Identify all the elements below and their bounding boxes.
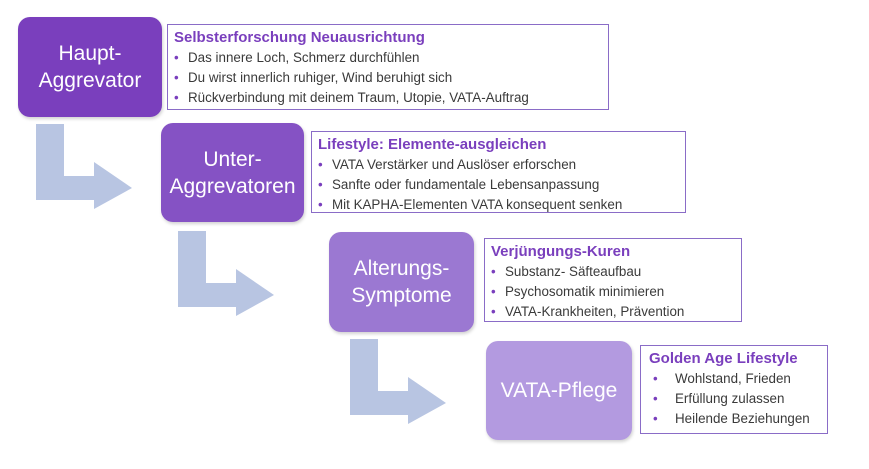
list-item: •Heilende Beziehungen <box>653 409 819 429</box>
info-box-golden-age: Golden Age Lifestyle •Wohlstand, Frieden… <box>640 345 828 434</box>
bullet-icon: • <box>653 391 658 406</box>
step-box-unter-aggrevatoren: Unter- Aggrevatoren <box>161 123 304 222</box>
info-list: •VATA Verstärker und Auslöser erforschen… <box>318 155 677 215</box>
info-box-selbsterforschung: Selbsterforschung Neuausrichtung •Das in… <box>167 24 609 110</box>
step-label: Haupt- Aggrevator <box>38 42 142 92</box>
arrow-shape <box>36 124 132 209</box>
info-title: Golden Age Lifestyle <box>649 350 798 367</box>
bullet-icon: • <box>491 264 496 279</box>
list-item: •Mit KAPHA-Elementen VATA konsequent sen… <box>318 195 677 215</box>
info-box-lifestyle: Lifestyle: Elemente-ausgleichen •VATA Ve… <box>311 131 686 213</box>
list-item: •Wohlstand, Frieden <box>653 369 819 389</box>
step-label: Unter- Aggrevatoren <box>169 147 296 198</box>
arrow-shape <box>178 231 274 316</box>
bullet-icon: • <box>491 304 496 319</box>
info-title: Verjüngungs-Kuren <box>491 243 631 260</box>
bullet-icon: • <box>491 284 496 299</box>
list-item: •VATA Verstärker und Auslöser erforschen <box>318 155 677 175</box>
list-item: •VATA-Krankheiten, Prävention <box>491 302 733 322</box>
list-item: •Rückverbindung mit deinem Traum, Utopie… <box>174 88 600 108</box>
bullet-icon: • <box>318 177 323 192</box>
list-item: •Sanfte oder fundamentale Lebensanpassun… <box>318 175 677 195</box>
list-item: •Substanz- Säfteaufbau <box>491 262 733 282</box>
bullet-icon: • <box>174 50 179 65</box>
step-label: Alterungs- Symptome <box>351 257 452 307</box>
list-item: •Du wirst innerlich ruhiger, Wind beruhi… <box>174 68 600 88</box>
info-list: •Substanz- Säfteaufbau •Psychosomatik mi… <box>491 262 733 322</box>
connector-arrow-3 <box>350 339 446 424</box>
info-box-verjuengungs-kuren: Verjüngungs-Kuren •Substanz- Säfteaufbau… <box>484 238 742 322</box>
list-item: •Erfüllung zulassen <box>653 389 819 409</box>
list-item: •Das innere Loch, Schmerz durchfühlen <box>174 48 600 68</box>
info-list: •Das innere Loch, Schmerz durchfühlen •D… <box>174 48 600 108</box>
connector-arrow-1 <box>36 124 132 209</box>
bullet-icon: • <box>653 371 658 386</box>
bullet-icon: • <box>174 90 179 105</box>
connector-arrow-2 <box>178 231 274 316</box>
arrow-shape <box>350 339 446 424</box>
bullet-icon: • <box>653 411 658 426</box>
step-label: VATA-Pflege <box>500 379 618 402</box>
step-box-vata-pflege: VATA-Pflege <box>486 341 632 440</box>
info-title: Lifestyle: Elemente-ausgleichen <box>318 136 547 153</box>
bullet-icon: • <box>318 157 323 172</box>
bullet-icon: • <box>318 197 323 212</box>
info-list: •Wohlstand, Frieden •Erfüllung zulassen … <box>649 369 819 429</box>
bullet-icon: • <box>174 70 179 85</box>
step-box-haupt-aggrevator: Haupt- Aggrevator <box>18 17 162 117</box>
list-item: •Psychosomatik minimieren <box>491 282 733 302</box>
step-box-alterungs-symptome: Alterungs- Symptome <box>329 232 474 332</box>
info-title: Selbsterforschung Neuausrichtung <box>174 29 425 46</box>
